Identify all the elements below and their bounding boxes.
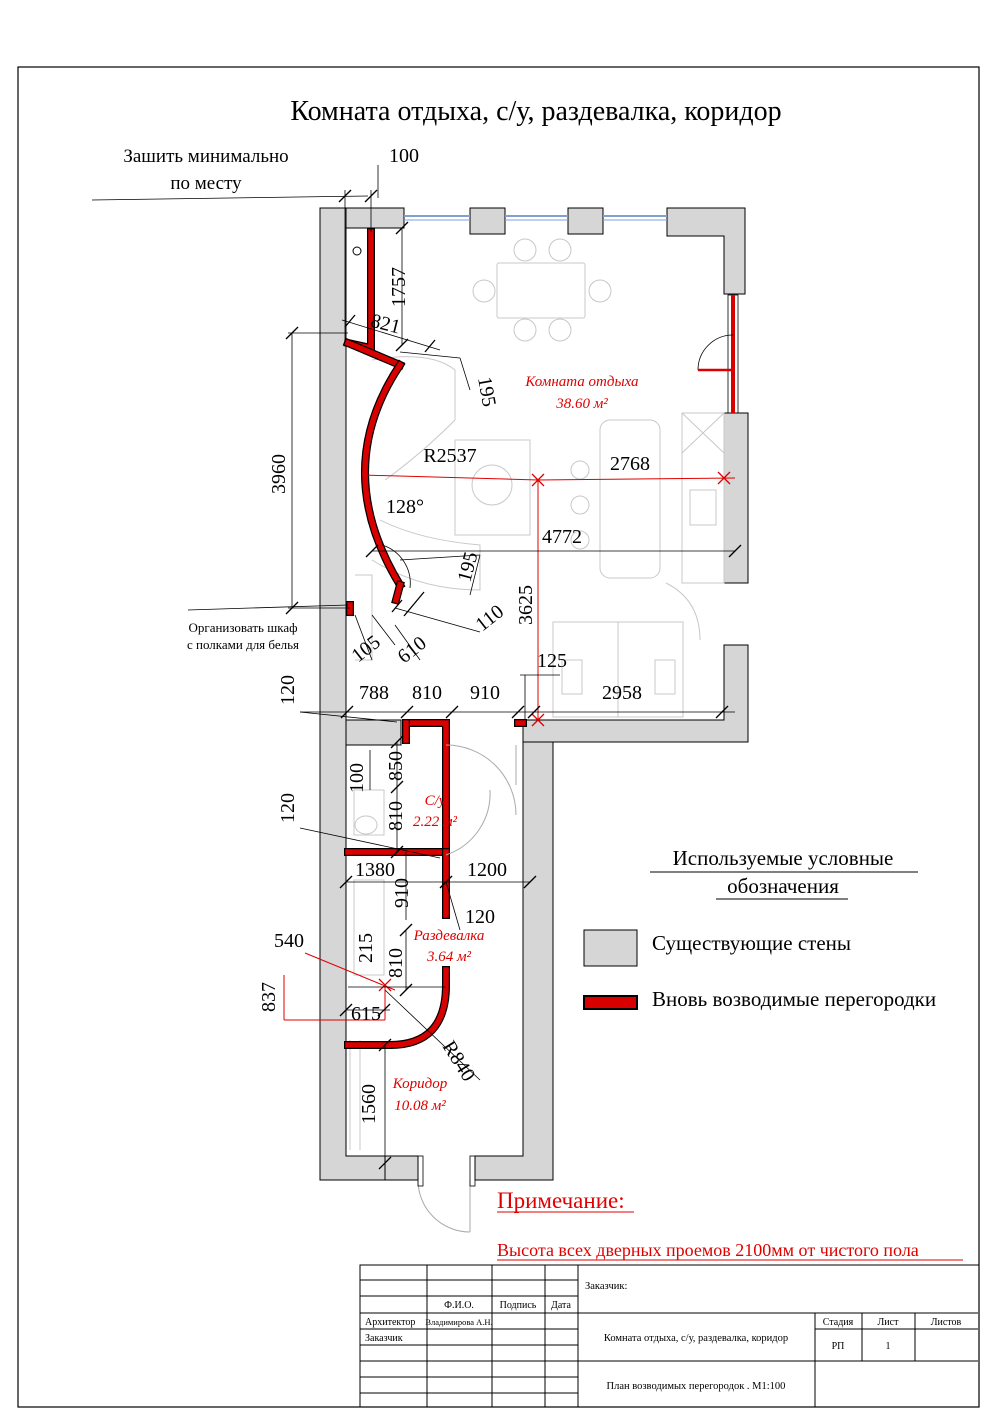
legend-heading-line2: обозначения: [727, 874, 839, 898]
remark-text: Высота всех дверных проемов 2100мм от чи…: [497, 1240, 919, 1260]
note-sew-line1: Зашить минимально: [123, 146, 288, 167]
furniture: [349, 238, 725, 1150]
stamp-role-architect: Архитектор: [365, 1317, 415, 1328]
stamp-col-fio: Ф.И.О.: [444, 1300, 474, 1311]
room-dressing-name: Раздевалка: [413, 928, 485, 944]
legend-heading-line1: Используемые условные: [673, 846, 894, 870]
room-labels: Комната отдыха 38.60 м² С/у 2.22 м² Разд…: [392, 374, 639, 1114]
dim-r2537: R2537: [423, 445, 476, 467]
dim-125: 125: [537, 650, 567, 672]
dim-120a: 120: [277, 675, 299, 705]
wall-top-pier-2: [567, 207, 604, 235]
plan-notes: Зашить минимально по месту Организовать …: [123, 146, 299, 652]
wall-top-pier-1: [469, 207, 506, 235]
stamp-col-sign: Подпись: [500, 1300, 537, 1311]
dim-1757: 1757: [388, 267, 410, 307]
dim-105: 105: [348, 631, 385, 667]
remark: Примечание: Высота всех дверных проемов …: [497, 1188, 963, 1261]
dim-215: 215: [355, 933, 377, 963]
room-rest-name: Комната отдыха: [524, 374, 638, 390]
wall-inner-horizontal: [345, 719, 402, 746]
dimension-lines: [91, 165, 742, 1170]
stamp-architect-name: Владимирова А.Н.: [425, 1317, 492, 1327]
dim-810a: 810: [412, 682, 442, 704]
room-rest-area: 38.60 м²: [555, 396, 608, 412]
stamp-sheet-title: План возводимых перегородок . М1:100: [607, 1381, 786, 1392]
legend-existing-walls: Существующие стены: [652, 931, 851, 955]
stamp-col-stage: Стадия: [823, 1317, 854, 1328]
dim-195a: 195: [473, 375, 500, 408]
dim-120c: 120: [465, 906, 495, 928]
new-partitions: [342, 228, 739, 1049]
dim-540: 540: [274, 930, 304, 952]
stamp-customer-label: Заказчик:: [585, 1281, 627, 1292]
stamp-project-name: Комната отдыха, с/у, раздевалка, коридор: [604, 1333, 788, 1344]
dim-910a: 910: [470, 682, 500, 704]
dim-100-wc: 100: [346, 763, 368, 793]
wall-right-upper: [723, 412, 749, 584]
dim-1380: 1380: [355, 859, 395, 881]
dim-100-top: 100: [389, 145, 419, 167]
room-dressing-area: 3.64 м²: [426, 949, 472, 965]
existing-walls: [319, 207, 749, 1181]
dim-1560: 1560: [358, 1084, 380, 1124]
dim-810b: 810: [385, 801, 407, 831]
remark-heading: Примечание:: [497, 1188, 625, 1213]
title-block: Заказчик: Ф.И.О. Подпись Дата Архитектор…: [359, 1264, 980, 1408]
dim-195b: 195: [454, 550, 483, 585]
wall-top-1: [345, 207, 405, 229]
room-wc-area: 2.22 м²: [413, 814, 458, 830]
wall-top-right: [666, 207, 746, 295]
dimension-labels: 100 1757 821 195 3960 R2537 2768 128° 47…: [258, 145, 650, 1124]
dim-788: 788: [359, 682, 389, 704]
top-windows: [404, 215, 667, 221]
dim-angle-128: 128°: [386, 496, 424, 518]
legend-new-partition-swatch: [583, 995, 638, 1010]
room-wc-name: С/у: [425, 793, 446, 809]
legend-new-partitions: Вновь возводимые перегородки: [652, 987, 936, 1011]
riser-icon: [352, 246, 362, 256]
note-wardrobe-line1: Организовать шкаф: [188, 620, 297, 635]
dim-2958: 2958: [602, 682, 642, 704]
stamp-stage-value: РП: [832, 1341, 845, 1352]
dim-850: 850: [385, 751, 407, 781]
dim-1200: 1200: [467, 859, 507, 881]
dim-2768: 2768: [610, 453, 650, 475]
dim-110: 110: [472, 601, 509, 636]
dim-4772: 4772: [542, 526, 582, 548]
dim-610: 610: [394, 632, 431, 668]
dim-120b: 120: [277, 793, 299, 823]
legend-existing-wall-swatch: [583, 929, 638, 967]
dim-837: 837: [258, 982, 280, 1012]
drawing-title: Комната отдыха, с/у, раздевалка, коридор: [290, 96, 781, 127]
stamp-col-date: Дата: [551, 1300, 571, 1311]
dim-810c: 810: [385, 948, 407, 978]
room-corridor-name: Коридор: [392, 1076, 448, 1092]
dim-3625: 3625: [515, 585, 537, 625]
wall-bottom-left: [384, 1155, 419, 1181]
stamp-role-customer: Заказчик: [365, 1333, 403, 1344]
door-swings: [417, 334, 734, 1233]
dim-615: 615: [351, 1003, 381, 1025]
stamp-col-sheets: Листов: [931, 1317, 962, 1328]
dim-3960: 3960: [268, 454, 290, 494]
stamp-col-sheet: Лист: [878, 1317, 900, 1328]
note-sew-line2: по месту: [170, 173, 242, 194]
stamp-sheet-value: 1: [886, 1341, 891, 1352]
legend: Используемые условные обозначения Сущест…: [583, 846, 936, 1011]
room-corridor-area: 10.08 м²: [394, 1098, 446, 1114]
wall-corridor-right: [474, 741, 554, 1181]
note-wardrobe-line2: с полками для белья: [187, 637, 299, 652]
dim-910b: 910: [391, 878, 413, 908]
